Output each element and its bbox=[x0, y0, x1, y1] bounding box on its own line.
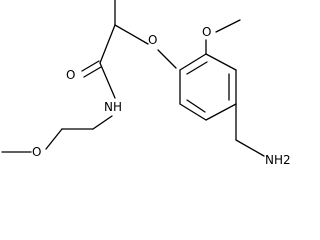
atom-o-chain: O bbox=[32, 145, 41, 159]
bond-carbonyl-double-b bbox=[83, 66, 102, 78]
bond-carbonyl-double-a bbox=[81, 60, 100, 72]
bond-nh-ch2 bbox=[92, 115, 113, 130]
bond-alpha-carbonyl bbox=[99, 24, 116, 64]
bonds bbox=[1, 0, 265, 157]
ring-bond-1-2 bbox=[179, 53, 207, 71]
atom-o-methoxy: O bbox=[202, 25, 211, 39]
ring-double-inner-c bbox=[186, 99, 206, 113]
bond-ether-o-ring bbox=[157, 49, 177, 69]
ring-bond-2-3 bbox=[205, 53, 237, 71]
ring-bond-4-5 bbox=[205, 103, 237, 121]
atom-nh-amide: NH bbox=[104, 100, 122, 114]
atom-nh2-amine: NH2 bbox=[265, 153, 291, 167]
atom-o-ether: O bbox=[148, 33, 157, 47]
bond-alpha-ether-o bbox=[114, 24, 149, 45]
atom-o-carbonyl: O bbox=[66, 68, 75, 82]
bond-ch2-o bbox=[45, 128, 63, 150]
bond-ch2-nh2 bbox=[235, 139, 265, 157]
ring-double-inner-a bbox=[186, 61, 208, 75]
ring-bond-5-6 bbox=[179, 103, 207, 121]
bond-carbonyl-nh bbox=[99, 62, 116, 99]
structure-diagram: O O O NH O NH2 bbox=[1, 0, 291, 167]
molecule-canvas: O O O NH O NH2 bbox=[1, 0, 291, 167]
bond-methoxy-o-methyl bbox=[215, 19, 241, 33]
atom-labels: O O O NH O NH2 bbox=[32, 25, 291, 167]
